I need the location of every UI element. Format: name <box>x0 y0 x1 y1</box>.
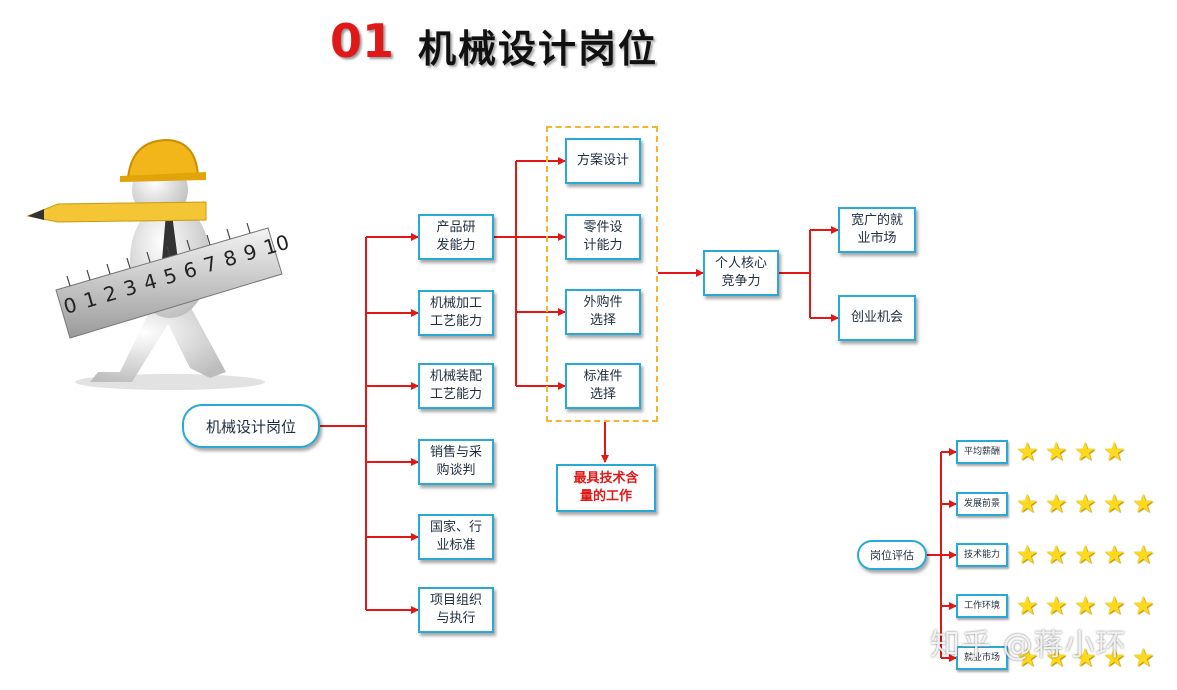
ruler-number: 3 <box>121 275 140 302</box>
watermark: 知乎 @蒋小环 <box>930 628 1127 663</box>
ruler-number: 6 <box>181 257 200 284</box>
outcome-node: 宽广的就 业市场 <box>838 207 916 253</box>
rating-stars: ★★★★★ <box>1016 593 1158 619</box>
star-icon: ★ <box>1045 643 1068 672</box>
highlight-node: 最具技术含 量的工作 <box>556 464 656 512</box>
star-icon: ★ <box>1103 540 1126 569</box>
ruler-number: 7 <box>201 251 220 278</box>
ability-node: 销售与采 购谈判 <box>418 439 494 485</box>
rating-stars: ★★★★ <box>1016 439 1129 465</box>
design-task-node: 标准件 选择 <box>565 363 641 409</box>
star-icon: ★ <box>1132 643 1155 672</box>
star-icon: ★ <box>1016 591 1039 620</box>
star-icon: ★ <box>1132 489 1155 518</box>
ruler-number: 8 <box>221 245 240 272</box>
star-icon: ★ <box>1074 643 1097 672</box>
star-icon: ★ <box>1132 591 1155 620</box>
star-icon: ★ <box>1045 489 1068 518</box>
ability-node: 机械装配 工艺能力 <box>418 363 494 409</box>
star-icon: ★ <box>1016 643 1039 672</box>
star-icon: ★ <box>1103 591 1126 620</box>
ruler-number: 9 <box>241 239 260 266</box>
star-icon: ★ <box>1103 643 1126 672</box>
pencil-icon <box>26 201 207 223</box>
ruler-number: 1 <box>81 286 100 313</box>
star-icon: ★ <box>1045 591 1068 620</box>
ability-node: 项目组织 与执行 <box>418 587 494 633</box>
core-node: 个人核心 竞争力 <box>703 250 779 296</box>
evaluation-item: 工作环境 <box>956 594 1008 618</box>
ruler-number: 2 <box>101 280 120 307</box>
evaluation-item: 发展前景 <box>956 492 1008 516</box>
evaluation-item: 技术能力 <box>956 543 1008 567</box>
star-icon: ★ <box>1074 540 1097 569</box>
ability-node: 产品研 发能力 <box>418 214 494 260</box>
star-icon: ★ <box>1016 437 1039 466</box>
page-title: 机械设计岗位 <box>418 26 659 71</box>
root-node: 机械设计岗位 <box>182 404 320 448</box>
evaluation-item: 平均薪酬 <box>956 440 1008 464</box>
rating-stars: ★★★★★ <box>1016 645 1158 671</box>
ability-node: 机械加工 工艺能力 <box>418 290 494 336</box>
star-icon: ★ <box>1045 437 1068 466</box>
helmet-icon <box>126 138 200 180</box>
star-icon: ★ <box>1016 540 1039 569</box>
design-task-node: 外购件 选择 <box>565 289 641 335</box>
ability-node: 国家、行 业标准 <box>418 514 494 560</box>
outcome-node: 创业机会 <box>838 295 916 341</box>
title-number: 01 <box>330 14 395 68</box>
star-icon: ★ <box>1074 489 1097 518</box>
design-tasks-group <box>546 126 658 422</box>
rating-stars: ★★★★★ <box>1016 542 1158 568</box>
evaluation-root-node: 岗位评估 <box>857 540 927 570</box>
star-icon: ★ <box>1074 591 1097 620</box>
figure-legs <box>90 306 226 382</box>
rating-stars: ★★★★★ <box>1016 491 1158 517</box>
design-task-node: 方案设计 <box>565 138 641 184</box>
star-icon: ★ <box>1132 540 1155 569</box>
star-icon: ★ <box>1045 540 1068 569</box>
ruler-number: 5 <box>161 263 180 290</box>
ruler-number: 0 <box>61 292 80 319</box>
star-icon: ★ <box>1103 437 1126 466</box>
ruler-number: 4 <box>141 269 160 296</box>
star-icon: ★ <box>1103 489 1126 518</box>
evaluation-item: 就业市场 <box>956 646 1008 670</box>
design-task-node: 零件设 计能力 <box>565 214 641 260</box>
star-icon: ★ <box>1016 489 1039 518</box>
star-icon: ★ <box>1074 437 1097 466</box>
